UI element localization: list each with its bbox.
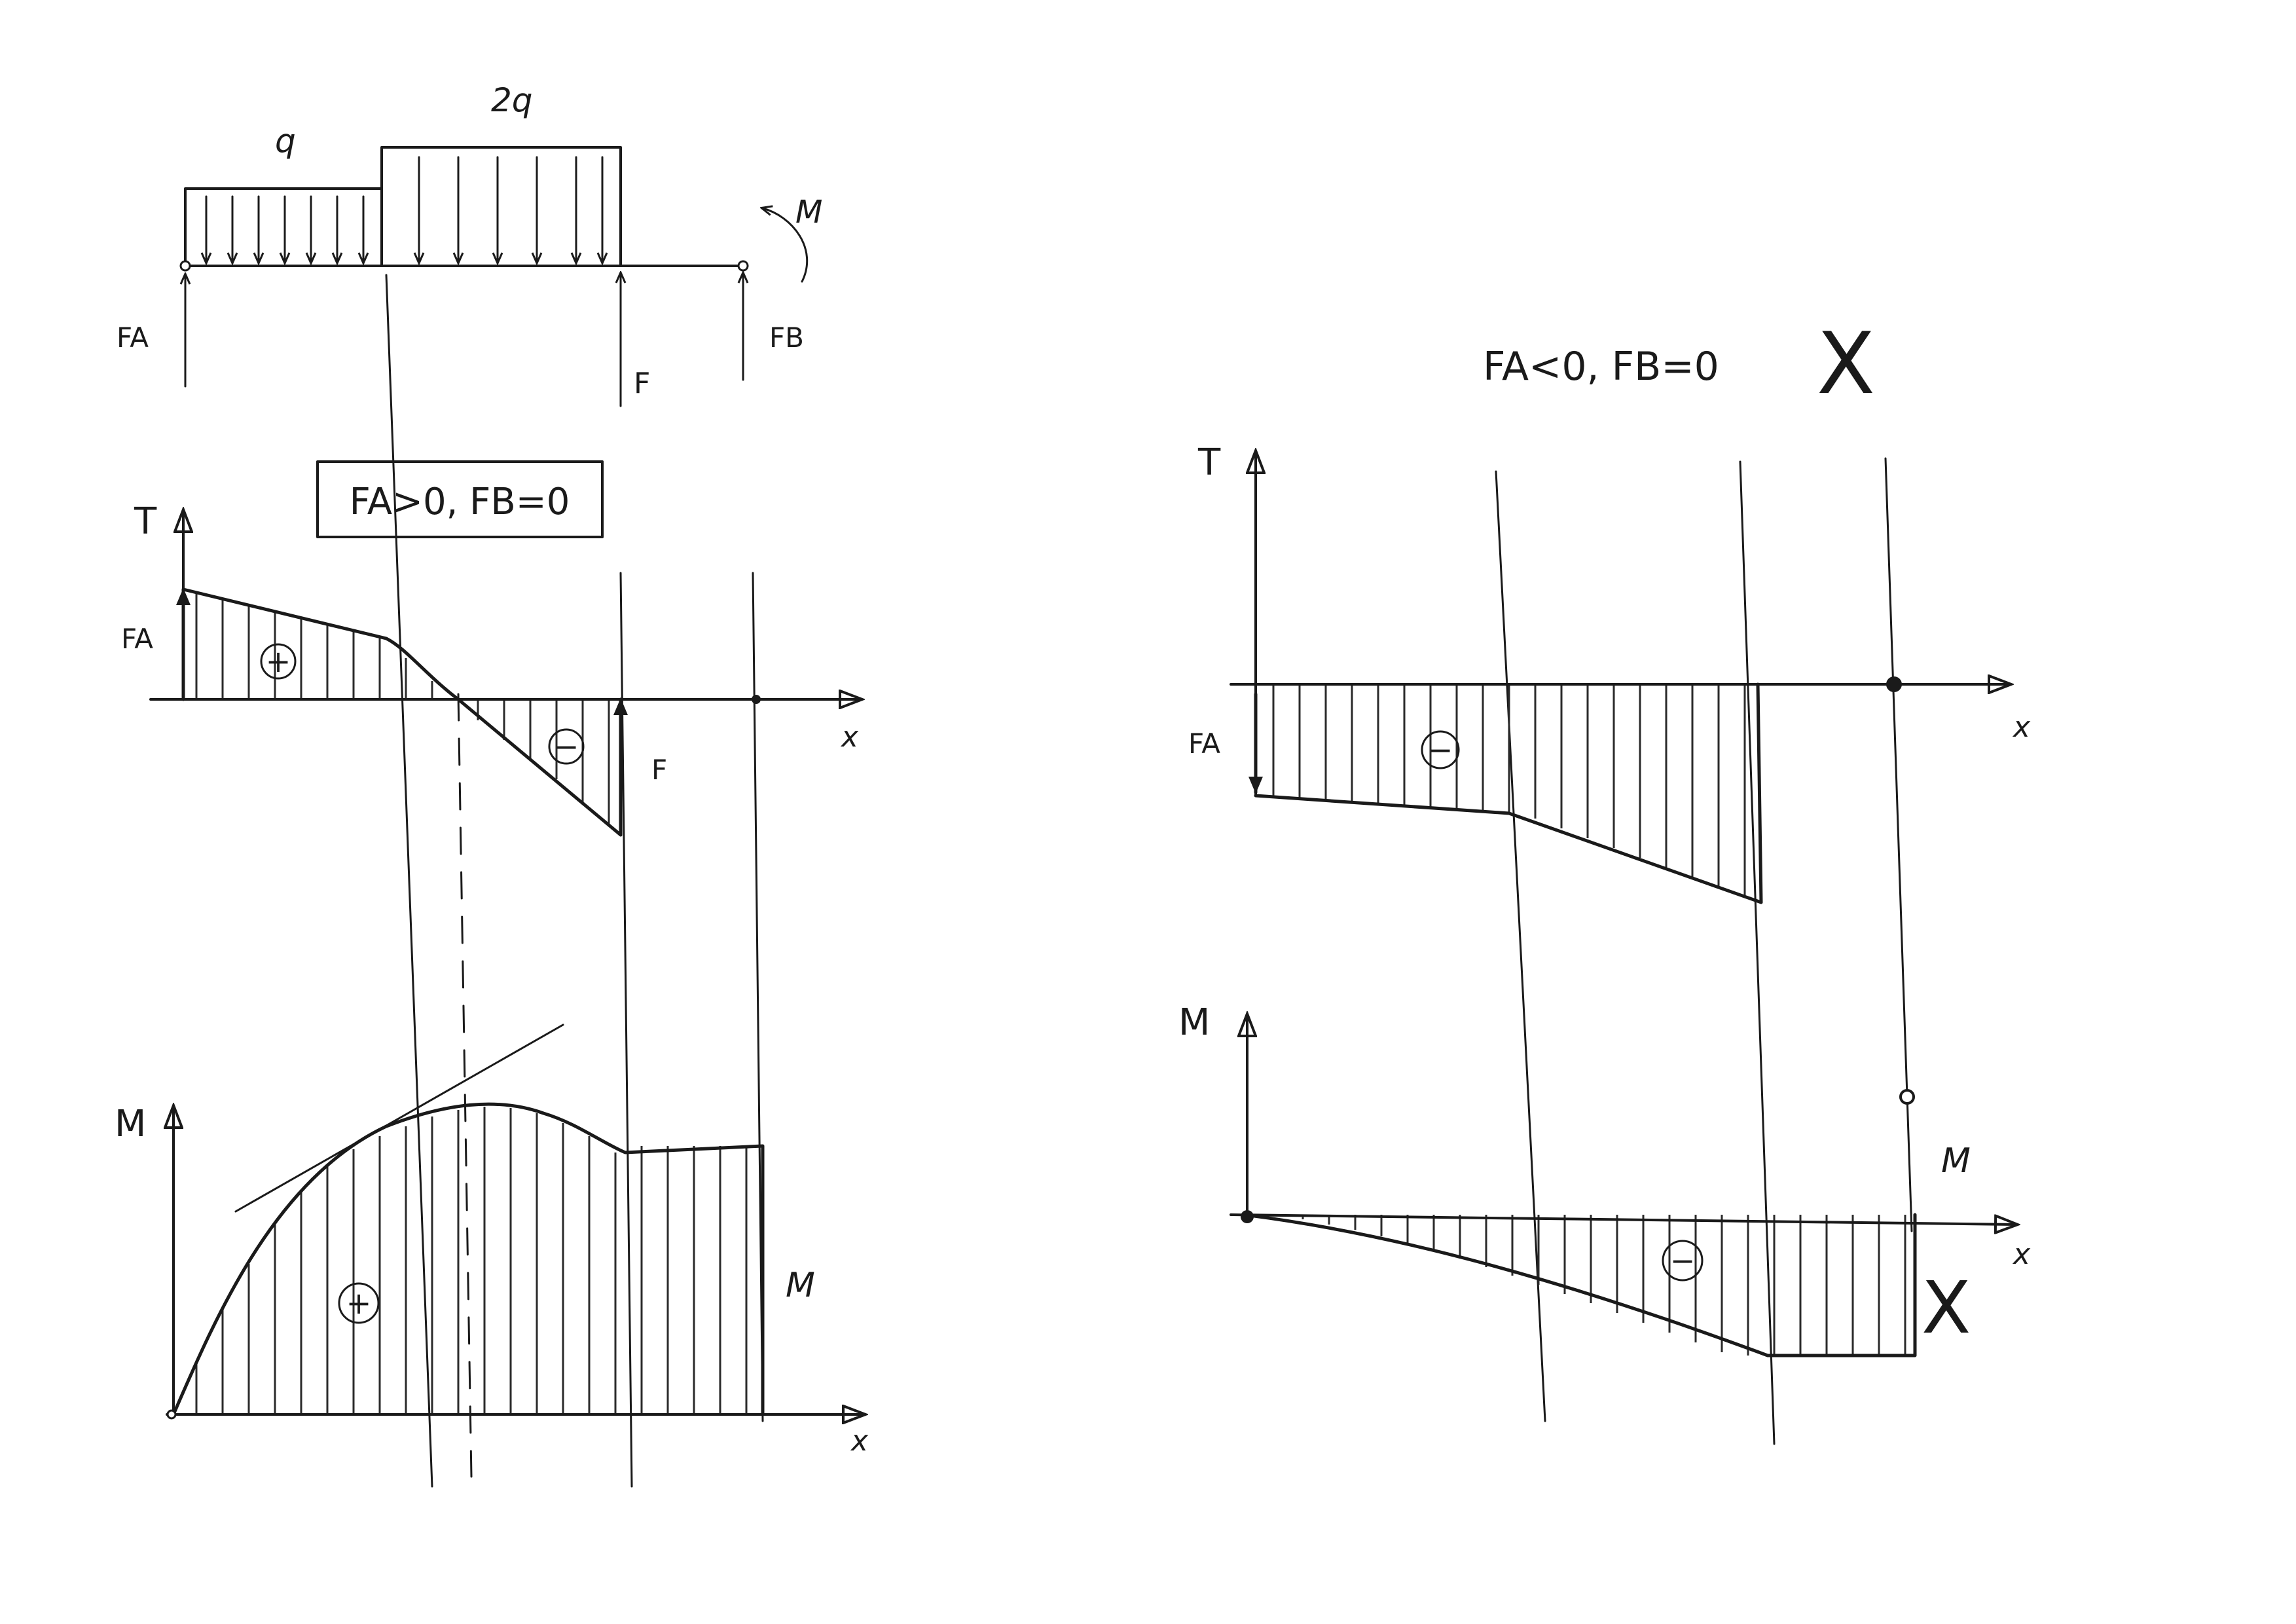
left-T-sign-pos: + bbox=[266, 644, 291, 679]
moment-arc bbox=[763, 208, 809, 283]
right-T-sign-neg-circle bbox=[1421, 730, 1460, 769]
left-T-axis-label: T bbox=[134, 500, 157, 543]
left-T-FA-label: FA bbox=[121, 623, 153, 655]
left-T-sign-neg: − bbox=[554, 729, 579, 764]
left-M-axis-label: M bbox=[115, 1103, 146, 1145]
right-M-rejected-mark: X bbox=[1922, 1266, 1971, 1350]
label-FA: FA bbox=[117, 322, 149, 354]
label-FB: FB bbox=[769, 322, 804, 354]
right-T-x-label: x bbox=[2012, 710, 2031, 744]
right-rejected-mark: X bbox=[1817, 314, 1875, 413]
right-T-sign-neg: − bbox=[1428, 732, 1453, 767]
right-M-jump-point bbox=[1899, 1089, 1915, 1105]
left-T-curve bbox=[181, 587, 623, 837]
left-M-diagram: M x M + bbox=[115, 1024, 869, 1458]
right-M-sign-neg-circle bbox=[1662, 1240, 1704, 1282]
load-2q-block bbox=[380, 146, 622, 267]
left-case-label: FA>0, FB=0 bbox=[350, 481, 570, 523]
right-case: FA<0, FB=0 X bbox=[1483, 314, 1875, 413]
left-T-sign-neg-circle bbox=[548, 728, 585, 765]
left-M-sign-pos-circle bbox=[338, 1282, 380, 1324]
left-T-F-label: F bbox=[651, 754, 667, 786]
left-T-x-label: x bbox=[840, 720, 859, 754]
right-M-moment-label: M bbox=[1941, 1141, 1971, 1181]
right-T-FA-label: FA bbox=[1188, 728, 1220, 760]
label-moment: M bbox=[795, 194, 822, 231]
left-T-diagram: T x FA F + − bbox=[121, 500, 861, 837]
right-M-curve bbox=[1242, 1213, 1917, 1357]
left-M-x-label: x bbox=[850, 1424, 869, 1458]
right-guide-lines bbox=[1495, 457, 1913, 1445]
left-guide-lines bbox=[385, 274, 764, 1488]
right-M-x-label: x bbox=[2012, 1238, 2031, 1271]
right-M-axis-label: M bbox=[1178, 1001, 1210, 1044]
left-M-sign-pos: + bbox=[346, 1285, 372, 1321]
right-T-hatch bbox=[1272, 684, 1746, 897]
load-2q-arrows bbox=[419, 156, 602, 262]
left-M-tangent bbox=[234, 1024, 564, 1213]
beam-sketch: q 2q M FA F FB bbox=[117, 81, 822, 407]
load-q-block bbox=[184, 187, 383, 267]
right-M-sign-neg: − bbox=[1670, 1243, 1696, 1278]
right-T-diagram: T x FA − bbox=[1188, 441, 2031, 904]
right-M-diagram: M x M − X bbox=[1178, 1001, 2031, 1357]
support-A bbox=[179, 260, 191, 272]
right-M-x-axis bbox=[1230, 1213, 2016, 1225]
left-case-box: FA>0, FB=0 bbox=[316, 460, 604, 538]
load-q-arrows bbox=[206, 195, 363, 262]
support-B bbox=[737, 260, 749, 272]
left-T-sign-pos-circle bbox=[260, 643, 297, 680]
left-M-curve bbox=[172, 1102, 765, 1416]
right-M-hatch bbox=[1302, 1215, 1906, 1356]
label-q: q bbox=[275, 122, 296, 160]
label-F: F bbox=[634, 367, 650, 400]
right-T-axis-label: T bbox=[1197, 441, 1221, 484]
right-case-label: FA<0, FB=0 bbox=[1483, 344, 1719, 390]
left-M-hatch bbox=[195, 1107, 748, 1414]
left-T-hatch-neg bbox=[477, 699, 610, 825]
label-2q: 2q bbox=[491, 81, 533, 119]
left-M-moment-label: M bbox=[786, 1266, 815, 1305]
left-T-hatch-pos bbox=[195, 593, 433, 699]
right-T-curve bbox=[1254, 682, 1763, 904]
